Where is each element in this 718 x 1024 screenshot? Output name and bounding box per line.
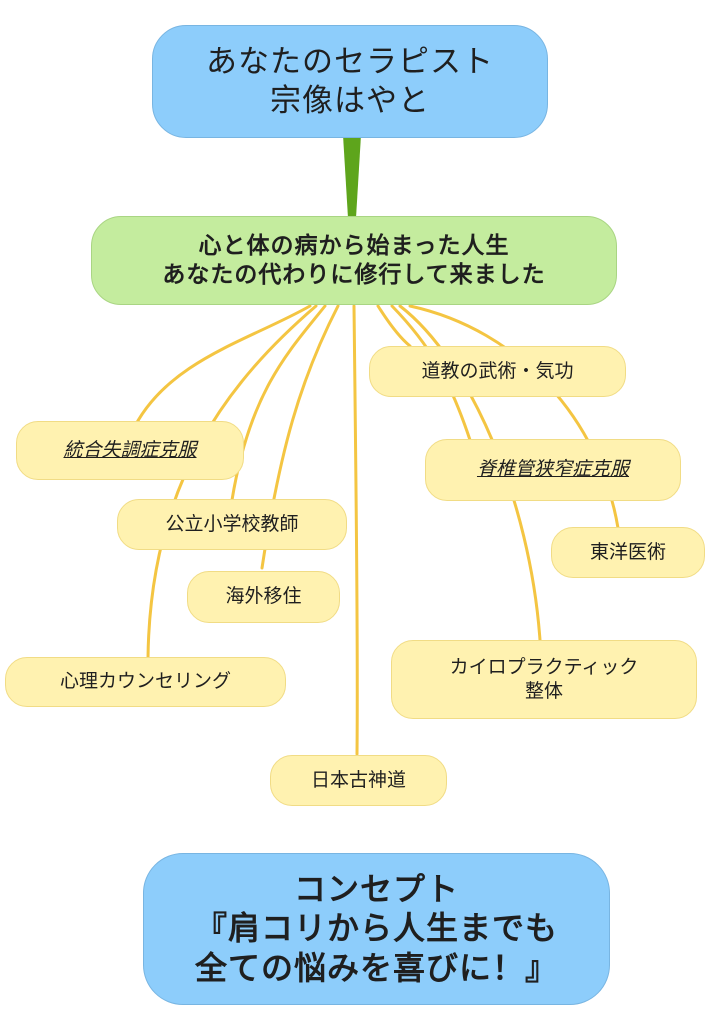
mid-line-1: 心と体の病から始まった人生 — [198, 232, 510, 259]
leaf-oriental: 東洋医術 — [551, 527, 705, 578]
leaf-chiro-line-2: 整体 — [524, 679, 563, 702]
leaf-shinto: 日本古神道 — [270, 755, 447, 806]
leaf-taoist-label: 道教の武術・気功 — [421, 359, 574, 382]
concept-line-1: コンセプト — [293, 870, 459, 909]
leaf-teacher: 公立小学校教師 — [117, 499, 347, 550]
leaf-schizophrenia-label: 統合失調症克服 — [63, 438, 197, 461]
mid-node: 心と体の病から始まった人生 あなたの代わりに修行して来ました — [91, 216, 617, 305]
concept-node: コンセプト 『肩コリから人生までも 全ての悩みを喜びに！』 — [143, 853, 610, 1005]
leaf-oriental-label: 東洋医術 — [589, 540, 666, 563]
root-line-1: あなたのセラピスト — [206, 43, 494, 80]
branch-taoist — [376, 304, 412, 348]
root-node: あなたのセラピスト 宗像はやと — [152, 25, 548, 138]
branch-schizophrenia — [133, 304, 312, 428]
leaf-counseling: 心理カウンセリング — [5, 657, 286, 707]
concept-line-2: 『肩コリから人生までも — [194, 909, 558, 948]
leaf-overseas-label: 海外移住 — [225, 585, 302, 608]
branch-shinto — [352, 304, 359, 756]
leaf-counseling-label: 心理カウンセリング — [59, 670, 231, 693]
leaf-spinal: 脊椎管狭窄症克服 — [425, 439, 681, 501]
mid-line-2: あなたの代わりに修行して来ました — [162, 261, 546, 288]
concept-line-3: 全ての悩みを喜びに！』 — [194, 948, 558, 987]
leaf-spinal-label: 脊椎管狭窄症克服 — [476, 458, 629, 481]
trunk-connector — [343, 135, 361, 218]
leaf-taoist: 道教の武術・気功 — [369, 346, 626, 397]
leaf-chiro-line-1: カイロプラクティック — [449, 655, 639, 678]
leaf-teacher-label: 公立小学校教師 — [165, 512, 299, 535]
leaf-shinto-label: 日本古神道 — [310, 768, 406, 791]
leaf-overseas: 海外移住 — [187, 571, 340, 623]
root-line-2: 宗像はやと — [270, 82, 430, 119]
leaf-schizophrenia: 統合失調症克服 — [16, 421, 244, 480]
leaf-chiropractic: カイロプラクティック 整体 — [391, 640, 697, 719]
